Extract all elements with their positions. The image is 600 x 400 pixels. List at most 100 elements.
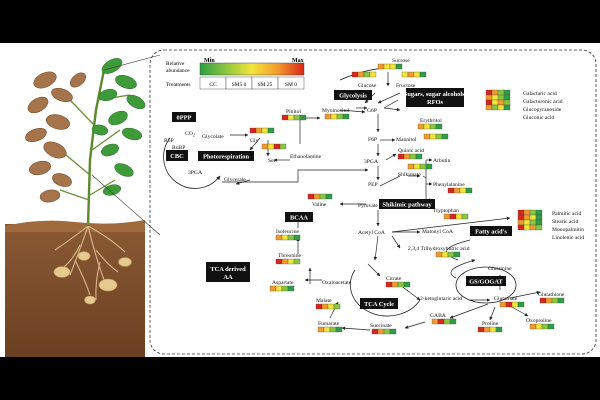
heatmap-cell bbox=[447, 251, 455, 258]
legend-treatment-cell bbox=[277, 76, 305, 90]
tca-cycle-ring bbox=[349, 269, 421, 317]
heatmap-cell bbox=[517, 214, 525, 221]
glycolate-label: Glycolate bbox=[202, 134, 224, 140]
heatmap-cell bbox=[287, 285, 295, 292]
heatmap-cell bbox=[461, 213, 469, 220]
calvin-cycle-ring bbox=[163, 137, 221, 189]
sucrose-label: Sucrose bbox=[392, 58, 410, 64]
heatmap-fumarate bbox=[317, 326, 343, 333]
tca-derived-label-b: AA bbox=[223, 274, 233, 281]
heatmap-myoinositol bbox=[324, 113, 350, 120]
gaba-label: GABA bbox=[430, 313, 446, 319]
heatmap-cell bbox=[423, 133, 431, 140]
heatmap-sucrose bbox=[377, 63, 403, 70]
pyruvate-label: Pyruvate bbox=[358, 203, 378, 209]
phenylalanine-label: Phenylalanine bbox=[433, 182, 465, 188]
heatmap-cell bbox=[503, 104, 511, 111]
co2-label: CO2 bbox=[185, 131, 195, 138]
glutamate-label: Glutamate bbox=[494, 296, 518, 302]
heatmap-cell bbox=[541, 323, 549, 330]
heatmap-cell bbox=[377, 328, 385, 335]
heatmap-cell bbox=[491, 89, 499, 96]
pep-label: PEP bbox=[368, 182, 378, 188]
heatmap-tryptophan bbox=[443, 213, 469, 220]
rubp-label: RuBP bbox=[172, 145, 185, 151]
heatmap-cell bbox=[397, 281, 405, 288]
root-system bbox=[54, 225, 126, 301]
heatmap-cell bbox=[281, 258, 289, 265]
heatmap-cell bbox=[455, 213, 463, 220]
heatmap-cell bbox=[435, 123, 443, 130]
oppp-label: 0PPP bbox=[177, 115, 192, 122]
heatmap-cell bbox=[429, 133, 437, 140]
sugars-box bbox=[406, 88, 464, 107]
bcaa-box bbox=[285, 212, 313, 222]
soil-top bbox=[5, 220, 145, 232]
heatmap-cell bbox=[363, 71, 371, 78]
tryptophan-label: Tryptophan bbox=[433, 208, 459, 214]
gs-gogat-ring bbox=[455, 266, 517, 304]
heatmap-cell bbox=[497, 94, 505, 101]
heatmap-cell bbox=[385, 281, 393, 288]
heatmap-cell bbox=[407, 163, 415, 170]
malonylcoa-label: Malonyl CoA bbox=[422, 229, 453, 235]
heatmap-cell bbox=[503, 99, 511, 106]
photorespiration-box bbox=[198, 151, 254, 161]
erythritol-label: Erythritol bbox=[420, 118, 442, 124]
trihydroxy-label: 2,3,4 Trihydroxybutric acid bbox=[408, 246, 470, 252]
linolenic-label: Linolenic acid bbox=[552, 235, 584, 241]
arbutin-label: Arbutin bbox=[433, 158, 451, 164]
cbc-label: CBC bbox=[170, 153, 184, 160]
heatmap-cell bbox=[441, 251, 449, 258]
heatmap-cell bbox=[539, 297, 547, 304]
heatmap-cell bbox=[431, 318, 439, 325]
heatmap-cell bbox=[529, 224, 537, 231]
heatmap-cell bbox=[369, 71, 377, 78]
shikimic-box bbox=[379, 199, 435, 209]
heatmap-cell bbox=[419, 163, 427, 170]
heatmap-cell bbox=[535, 224, 543, 231]
heatmap-cell bbox=[485, 89, 493, 96]
glucopyranoside-label: Glucopyranoside bbox=[523, 107, 562, 113]
3pga-label: 3PGA bbox=[364, 159, 378, 165]
heatmap-cell bbox=[505, 301, 513, 308]
glutamine-label: Glutamine bbox=[488, 266, 512, 272]
heatmap-gaba bbox=[431, 318, 457, 325]
heatmap-cell bbox=[313, 193, 321, 200]
legend-gradient-bar bbox=[199, 62, 305, 76]
heatmap-cell bbox=[307, 193, 315, 200]
heatmap-cell bbox=[491, 94, 499, 101]
heatmap-cell bbox=[503, 89, 511, 96]
heatmap-cell bbox=[523, 209, 531, 216]
heatmap-cell bbox=[435, 251, 443, 258]
heatmap-oxoproline bbox=[529, 323, 555, 330]
3pga-left-label: 3PGA bbox=[188, 170, 202, 176]
pathway-panel bbox=[149, 49, 597, 355]
heatmap-cell bbox=[465, 187, 473, 194]
heatmap-cell bbox=[529, 323, 537, 330]
heatmap-cell bbox=[415, 153, 423, 160]
potato-plant-illustration bbox=[5, 58, 146, 357]
heatmap-cell bbox=[275, 285, 283, 292]
heatmap-cell bbox=[413, 163, 421, 170]
legend-row2-label: Treatments bbox=[166, 82, 191, 88]
tubers bbox=[53, 251, 132, 305]
heatmap-ser bbox=[261, 143, 287, 150]
legend-row1-label-a: Relative bbox=[166, 61, 185, 67]
heatmap-cell bbox=[351, 71, 359, 78]
myoinositol-label: Myoinositol bbox=[322, 108, 350, 114]
heatmap-cell bbox=[443, 213, 451, 220]
shikimate-label: Shikimate bbox=[398, 172, 421, 178]
heatmap-cell bbox=[335, 326, 343, 333]
fructose-label: Fructose bbox=[396, 83, 416, 89]
galactaric-label: Galactaric acid bbox=[523, 91, 557, 97]
heatmap-cell bbox=[323, 326, 331, 333]
heatmap-cell bbox=[319, 193, 327, 200]
heatmap-cell bbox=[293, 258, 301, 265]
heatmap-cell bbox=[377, 63, 385, 70]
heatmap-cell bbox=[249, 127, 257, 134]
threonine-label: Threonine bbox=[278, 253, 302, 259]
heatmap-cell bbox=[269, 285, 277, 292]
oxoproline-label: Oxoproline bbox=[526, 318, 552, 324]
